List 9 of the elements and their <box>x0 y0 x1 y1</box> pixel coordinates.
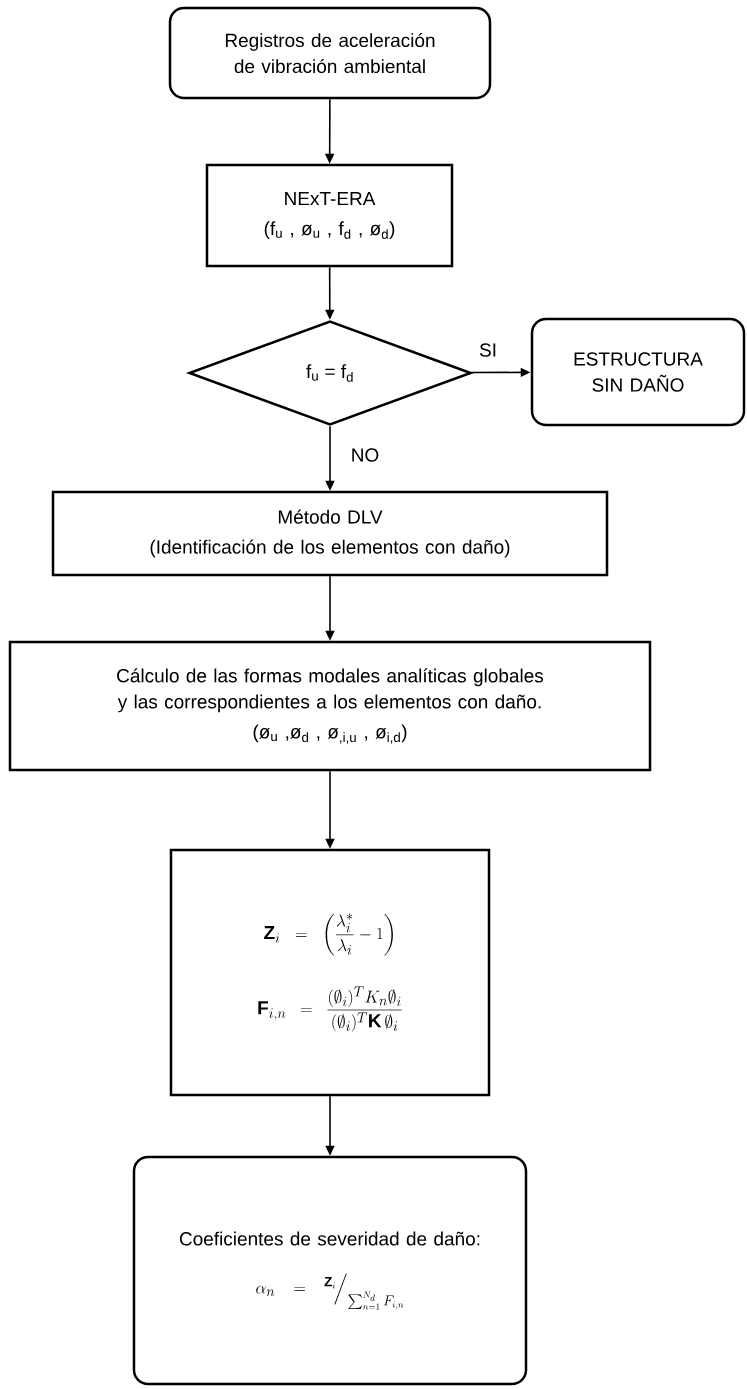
terminal-box: ESTRUCTURA SIN DAÑO <box>530 317 746 427</box>
process-box: Cálculo de las formas modales analíticas globales y las correspondientes a los elementos con daño. (ø$_{u}$ ,ø$_{d}$ , ø$_{,i,u}$ , ø$_{i,d}$) <box>8 640 652 772</box>
edge-label: NO <box>349 447 381 463</box>
process-box: Registros de aceleración de vibración ambiental <box>168 6 492 100</box>
process-box: Método DLV (Identificación de los elementos con daño) <box>51 490 609 577</box>
formula-box: $\mathbf{Z}_i = \left(\frac{\lambda_i^*}{\lambda_i} - 1\right)$ $\mathbf{F}_{i,n} = \frac{(\emptyset_i)^T K_n \emptyset_i}{(\emptyset_i)^T \mathbf{K}\, \emptyset_i}$ <box>169 848 491 1097</box>
terminal-box: Coeficientes de severidad de daño: $\alpha_n = {}^{\mathbf{Z}_i}\!\Big/_{\sum_{n=1}^{N_d} F_{i,n}}$ <box>132 1155 528 1386</box>
process-box: NExT-ERA (f$_{u}$ , ø$_{u}$ , f$_{d}$ , ø$_{d}$) <box>205 163 454 268</box>
edge-label: SI <box>478 342 498 358</box>
